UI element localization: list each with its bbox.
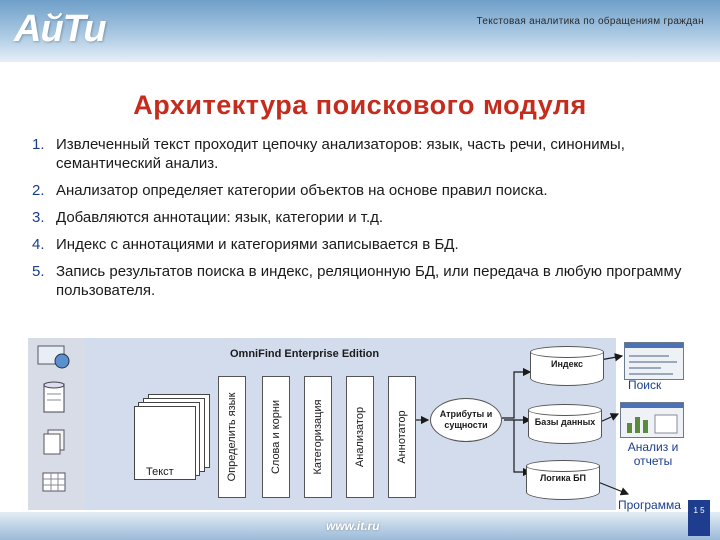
- stage-words: Слова и корни: [262, 376, 290, 498]
- list-number: 5.: [32, 263, 45, 280]
- entities-node: Атрибуты и сущности: [430, 398, 502, 442]
- stage-annotator: Аннотатор: [388, 376, 416, 498]
- stage-analyzer: Анализатор: [346, 376, 374, 498]
- header-band: АйТи Текстовая аналитика по обращениям г…: [0, 0, 720, 62]
- database-source-icon: [43, 381, 65, 413]
- list-item: 1. Извлеченный текст проходит цепочку ан…: [32, 135, 692, 173]
- header-caption: Текстовая аналитика по обращениям гражда…: [476, 16, 704, 27]
- website-link[interactable]: www.it.ru: [326, 519, 380, 533]
- analysis-screenshot-thumbnail: [620, 402, 684, 438]
- list-text: Запись результатов поиска в индекс, реля…: [56, 263, 682, 299]
- analysis-output-label: Анализ и отчеты: [627, 440, 679, 468]
- slide-title: Архитектура поискового модуля: [133, 90, 587, 120]
- index-node: Индекс: [530, 346, 604, 386]
- text-document-stack: Текст: [134, 394, 212, 484]
- databases-node: Базы данных: [528, 404, 602, 444]
- chart-icon: [627, 414, 678, 434]
- list-item: 4. Индекс с аннотациями и категориями за…: [32, 235, 692, 254]
- list-text: Индекс с аннотациями и категориями запис…: [56, 236, 459, 253]
- list-item: 3. Добавляются аннотации: язык, категори…: [32, 208, 692, 227]
- document-label: Текст: [146, 466, 174, 478]
- spreadsheet-source-icon: [42, 472, 66, 492]
- search-screenshot-thumbnail: [624, 342, 684, 380]
- flow-connectors: [416, 353, 630, 496]
- numbered-list: 1. Извлеченный текст проходит цепочку ан…: [32, 135, 692, 308]
- documents-source-icon: [43, 429, 65, 455]
- index-label: Индекс: [550, 359, 583, 369]
- logic-node: Логика БП: [526, 460, 600, 500]
- footer-band: [0, 512, 720, 540]
- program-output-label: Программа: [618, 498, 681, 512]
- list-number: 2.: [32, 182, 45, 199]
- list-number: 3.: [32, 209, 45, 226]
- stage-categorization: Категоризация: [304, 376, 332, 498]
- list-text: Анализатор определяет категории объектов…: [56, 182, 548, 199]
- list-item: 5. Запись результатов поиска в индекс, р…: [32, 262, 692, 300]
- document-sheet: [134, 406, 196, 480]
- architecture-diagram: OmniFind Enterprise Edition Текст Опреде…: [0, 332, 720, 540]
- web-source-icon: [37, 345, 70, 369]
- list-text: Добавляются аннотации: язык, категории и…: [56, 209, 384, 226]
- databases-label: Базы данных: [534, 417, 596, 427]
- logic-label: Логика БП: [539, 473, 587, 483]
- search-output-label: Поиск: [628, 378, 662, 392]
- list-text: Извлеченный текст проходит цепочку анали…: [56, 136, 625, 172]
- engine-title: OmniFind Enterprise Edition: [230, 348, 380, 360]
- stage-language: Определить язык: [218, 376, 246, 498]
- company-logo: АйТи: [14, 8, 107, 50]
- list-number: 1.: [32, 136, 45, 153]
- page-number-badge: 1 5: [688, 500, 710, 536]
- list-number: 4.: [32, 236, 45, 253]
- list-item: 2. Анализатор определяет категории объек…: [32, 181, 692, 200]
